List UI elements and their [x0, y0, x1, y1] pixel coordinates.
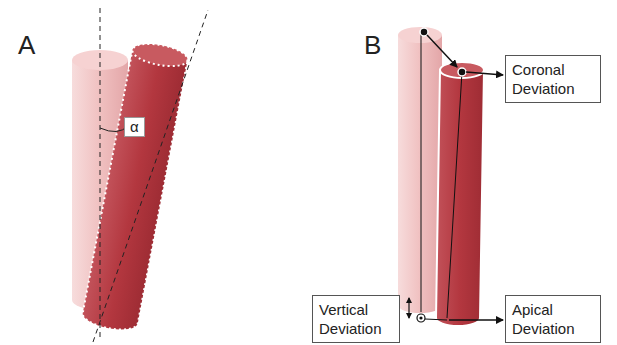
axis-line: [421, 32, 422, 312]
panel-letter: A: [18, 30, 35, 61]
pale-cylinder: [398, 27, 442, 313]
apex-dot: [419, 316, 422, 319]
callout-text: Apical Deviation: [512, 300, 594, 338]
axis-dot: [420, 28, 428, 36]
leader-arrow: [449, 319, 503, 321]
callout-box: Apical Deviation: [505, 295, 601, 343]
vertical-arrow: [408, 298, 409, 318]
callout-box: Coronal Deviation: [505, 55, 601, 103]
callout-text: Vertical Deviation: [319, 300, 393, 338]
callout-box: Vertical Deviation: [312, 295, 400, 343]
dark-cylinder: [436, 62, 484, 326]
tilted-axis: [93, 10, 208, 342]
axis-line: [447, 72, 462, 318]
deviation-arrow: [427, 35, 457, 67]
angle-label: α: [124, 117, 145, 137]
apex-dot: [417, 314, 425, 322]
callout-text: Coronal Deviation: [512, 60, 594, 98]
vertical-axis: [100, 8, 101, 340]
tilted-cylinder: [81, 40, 189, 333]
apical-line: [425, 319, 447, 320]
axis-dot: [458, 68, 466, 76]
panel-letter: B: [364, 30, 381, 61]
leader-arrow: [466, 72, 503, 75]
